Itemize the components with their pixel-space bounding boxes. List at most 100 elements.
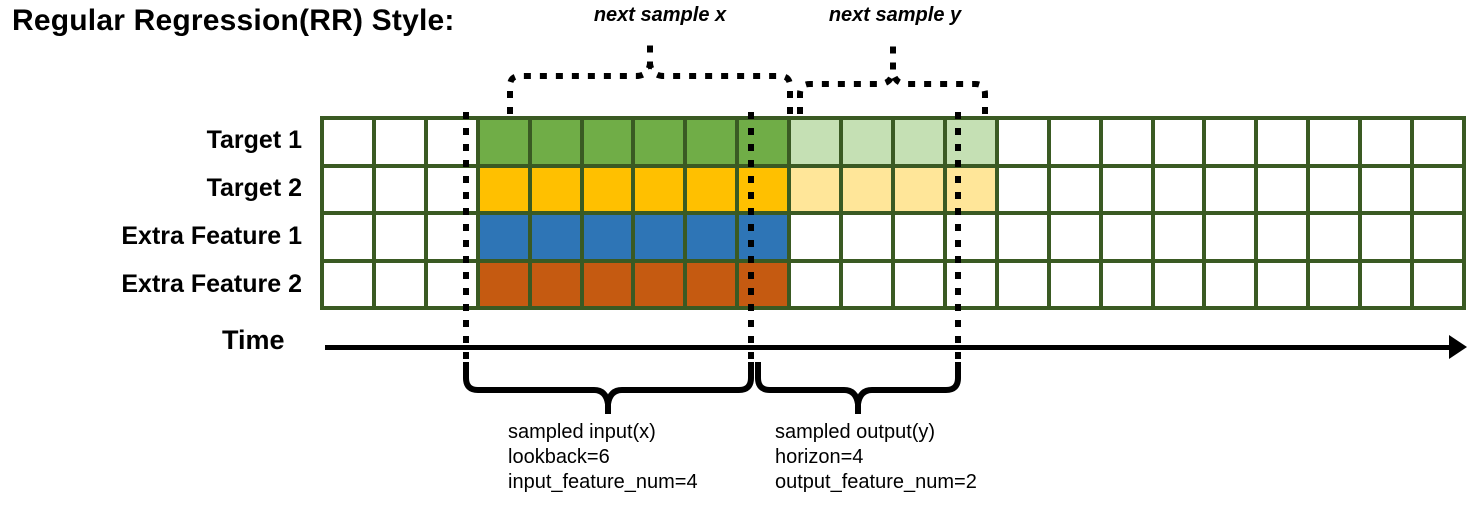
row-label-target-2: Target 2 [206, 174, 302, 202]
brace-sampled-input [463, 362, 754, 414]
grid-cell-empty [1050, 120, 1099, 164]
grid-cell-output [843, 167, 891, 211]
grid-cell-empty [1310, 120, 1359, 164]
grid-cell-empty [1050, 262, 1099, 306]
grid-cell-empty [1154, 120, 1203, 164]
timeline-grid [320, 116, 1466, 310]
grid-cell-empty [1414, 167, 1462, 211]
grid-cell-empty [427, 120, 476, 164]
grid-cell-empty [1362, 262, 1411, 306]
grid-cell-empty [1362, 215, 1411, 259]
grid-cell-empty [1206, 120, 1255, 164]
grid-cell-empty [946, 215, 995, 259]
grid-cell-empty [843, 215, 891, 259]
grid-cell-empty [1206, 215, 1255, 259]
grid-cell-empty [375, 215, 424, 259]
grid-cell-empty [998, 215, 1047, 259]
row-label-extra-feature-1: Extra Feature 1 [121, 222, 302, 250]
grid-cell-empty [843, 262, 891, 306]
grid-cell-input [531, 120, 580, 164]
grid-cell-output [895, 167, 943, 211]
grid-cell-input [531, 262, 580, 306]
grid-cell-empty [895, 262, 943, 306]
grid-cell-empty [1258, 215, 1307, 259]
grid-cell-empty [1102, 215, 1151, 259]
grid-cell-input [531, 167, 580, 211]
grid-cell-empty [375, 167, 424, 211]
grid-cell-input [739, 120, 788, 164]
grid-cell-input [687, 262, 736, 306]
grid-cell-empty [998, 262, 1047, 306]
grid-cell-empty [1414, 215, 1462, 259]
row-label-extra-feature-2: Extra Feature 2 [121, 270, 302, 298]
grid-cell-output [895, 120, 943, 164]
grid-cell-input [635, 215, 684, 259]
time-axis-line [325, 345, 1457, 350]
grid-cell-empty [427, 167, 476, 211]
grid-cell-input [739, 167, 788, 211]
grid-cell-output [843, 120, 891, 164]
grid-cell-empty [427, 215, 476, 259]
grid-cell-empty [1206, 167, 1255, 211]
grid-cell-empty [324, 167, 372, 211]
page-title: Regular Regression(RR) Style: [12, 4, 455, 37]
grid-cell-empty [1206, 262, 1255, 306]
grid-cell-input [687, 215, 736, 259]
grid-cell-empty [1154, 262, 1203, 306]
grid-cell-empty [998, 120, 1047, 164]
grid-cell-empty [324, 120, 372, 164]
grid-cell-empty [1258, 167, 1307, 211]
grid-cell-empty [998, 167, 1047, 211]
grid-cell-input [739, 215, 788, 259]
grid-cell-empty [1310, 262, 1359, 306]
grid-cell-empty [324, 262, 372, 306]
grid-cell-input [531, 215, 580, 259]
next-sample-x-label: next sample x [593, 4, 727, 26]
grid-cell-input [635, 262, 684, 306]
grid-cell-empty [1414, 262, 1462, 306]
grid-cell-output [791, 167, 840, 211]
grid-cell-input [635, 120, 684, 164]
grid-cell-input [479, 262, 528, 306]
time-axis-label: Time [222, 325, 285, 355]
grid-cell-empty [427, 262, 476, 306]
grid-cell-empty [791, 262, 840, 306]
grid-cell-input [583, 215, 632, 259]
grid-cell-input [635, 167, 684, 211]
grid-cell-input [479, 120, 528, 164]
grid-cell-empty [1154, 167, 1203, 211]
grid-cell-input [583, 120, 632, 164]
grid-cell-empty [1258, 262, 1307, 306]
grid-cell-empty [1310, 215, 1359, 259]
grid-cell-empty [324, 215, 372, 259]
row-label-list: Target 1 Target 2 Extra Feature 1 Extra … [0, 116, 312, 308]
grid-cell-empty [895, 215, 943, 259]
grid-cell-empty [375, 262, 424, 306]
sampled-input-annotation: sampled input(x) lookback=6 input_featur… [508, 421, 698, 493]
grid-cell-empty [375, 120, 424, 164]
next-sample-y-label: next sample y [828, 4, 962, 26]
grid-cell-empty [1102, 167, 1151, 211]
grid-cell-input [583, 262, 632, 306]
grid-cell-empty [1050, 215, 1099, 259]
grid-cell-output [946, 120, 995, 164]
brace-next-sample-y [797, 40, 988, 114]
grid-cell-empty [1154, 215, 1203, 259]
grid-cell-output [791, 120, 840, 164]
grid-cell-input [687, 120, 736, 164]
grid-cell-input [739, 262, 788, 306]
grid-cell-empty [1362, 167, 1411, 211]
grid-cell-empty [1050, 167, 1099, 211]
grid-cell-input [687, 167, 736, 211]
time-axis-arrow-icon [1449, 335, 1467, 359]
sampled-output-annotation: sampled output(y) horizon=4 output_featu… [775, 421, 977, 493]
brace-sampled-output [755, 362, 961, 414]
grid-cell-empty [791, 215, 840, 259]
grid-cell-empty [1362, 120, 1411, 164]
grid-cell-input [583, 167, 632, 211]
grid-cell-empty [1102, 262, 1151, 306]
brace-next-sample-x [507, 40, 793, 114]
grid-cell-input [479, 215, 528, 259]
grid-cell-empty [1310, 167, 1359, 211]
grid-cell-empty [1414, 120, 1462, 164]
